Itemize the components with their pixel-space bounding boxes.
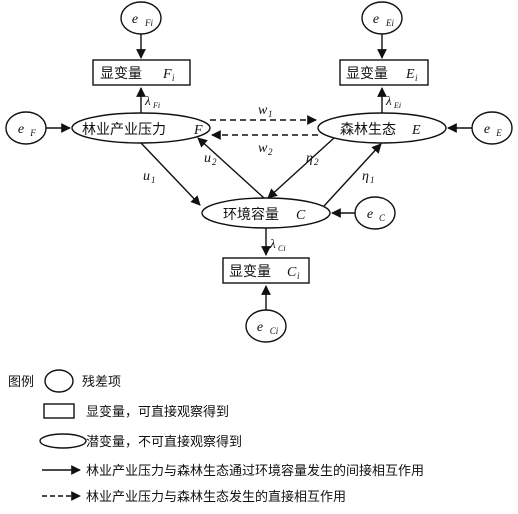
residual-circle-e-c: e C <box>354 196 396 230</box>
svg-text:u: u <box>204 151 211 166</box>
legend-residual-symbol <box>44 369 74 393</box>
svg-text:e: e <box>257 320 263 335</box>
observed-box-f: 显变量 F i <box>92 59 191 86</box>
legend-direct-label: 林业产业压力与森林生态发生的直接相互作用 <box>86 489 346 505</box>
legend-residual-label: 残差项 <box>82 375 121 390</box>
svg-text:2: 2 <box>212 157 217 167</box>
svg-text:F: F <box>29 128 36 138</box>
svg-text:Ci: Ci <box>270 326 279 336</box>
path-label-eta1: η 1 <box>362 169 375 185</box>
legend-observed-label: 显变量，可直接观察得到 <box>86 404 229 420</box>
svg-text:Fi: Fi <box>152 101 160 110</box>
svg-text:e: e <box>132 12 138 27</box>
svg-text:w: w <box>258 103 268 118</box>
observed-box-e: 显变量 E i <box>339 59 429 86</box>
svg-text:环境容量: 环境容量 <box>223 206 279 223</box>
svg-text:F: F <box>193 123 203 138</box>
svg-text:1: 1 <box>370 175 375 185</box>
path-label-eta2: η 2 <box>306 151 319 167</box>
svg-text:2: 2 <box>268 147 273 157</box>
svg-text:Ei: Ei <box>393 101 401 110</box>
svg-text:显变量: 显变量 <box>229 264 271 280</box>
legend: 图例 残差项 显变量，可直接观察得到 潜变量，不可直接观察得到 林业产业压力与森… <box>8 369 424 505</box>
svg-text:显变量: 显变量 <box>100 66 142 82</box>
svg-text:E: E <box>495 128 502 138</box>
svg-text:Ei: Ei <box>385 18 394 28</box>
path-label-u2: u 2 <box>204 151 217 167</box>
legend-latent-symbol <box>39 433 87 449</box>
svg-text:η: η <box>362 169 369 184</box>
svg-text:1: 1 <box>151 175 156 185</box>
svg-text:C: C <box>379 213 386 223</box>
svg-text:u: u <box>143 169 150 184</box>
residual-circle-e-f: e F <box>5 111 47 145</box>
svg-text:e: e <box>18 122 24 137</box>
svg-text:i: i <box>297 271 300 281</box>
svg-text:Ci: Ci <box>278 244 286 253</box>
latent-ellipse-forestry-pressure: 林业产业压力 F <box>71 112 211 144</box>
svg-text:w: w <box>258 141 268 156</box>
svg-text:C: C <box>296 208 306 223</box>
path-label-u1: u 1 <box>143 169 156 185</box>
svg-text:1: 1 <box>268 109 273 119</box>
legend-indirect-label: 林业产业压力与森林生态通过环境容量发生的间接相互作用 <box>86 463 424 479</box>
observed-box-c: 显变量 C i <box>222 257 310 284</box>
legend-observed-symbol <box>43 403 75 419</box>
svg-text:λ: λ <box>385 93 392 108</box>
svg-text:i: i <box>415 73 418 83</box>
path-label-w1: w 1 <box>258 103 273 119</box>
svg-text:e: e <box>484 122 490 137</box>
svg-text:显变量: 显变量 <box>346 66 388 82</box>
svg-text:C: C <box>287 265 297 280</box>
path-label-lambda-ci: λ Ci <box>269 236 286 253</box>
svg-text:森林生态: 森林生态 <box>340 122 396 138</box>
residual-circle-e-ei: e Ei <box>361 1 403 35</box>
svg-text:λ: λ <box>144 93 151 108</box>
svg-text:η: η <box>306 151 313 166</box>
path-label-lambda-fi: λ Fi <box>144 93 160 110</box>
svg-text:e: e <box>373 12 379 27</box>
legend-latent-label: 潜变量，不可直接观察得到 <box>86 434 242 450</box>
svg-text:i: i <box>172 73 175 83</box>
path-label-lambda-ei: λ Ei <box>385 93 401 110</box>
residual-circle-e-ci: e Ci <box>245 309 287 343</box>
path-label-w2: w 2 <box>258 141 273 157</box>
residual-circle-e-fi: e Fi <box>120 1 162 35</box>
latent-ellipse-environmental-capacity: 环境容量 C <box>201 197 331 229</box>
svg-text:E: E <box>411 123 421 138</box>
legend-title: 图例 <box>8 375 34 390</box>
svg-text:Fi: Fi <box>144 18 153 28</box>
svg-text:λ: λ <box>269 236 276 251</box>
svg-text:E: E <box>405 67 415 82</box>
latent-ellipse-forest-ecology: 森林生态 E <box>317 112 447 144</box>
svg-text:e: e <box>367 207 373 222</box>
residual-circle-e-e: e E <box>471 111 513 145</box>
svg-text:F: F <box>162 67 172 82</box>
svg-text:2: 2 <box>314 157 319 167</box>
svg-text:林业产业压力: 林业产业压力 <box>82 122 166 138</box>
